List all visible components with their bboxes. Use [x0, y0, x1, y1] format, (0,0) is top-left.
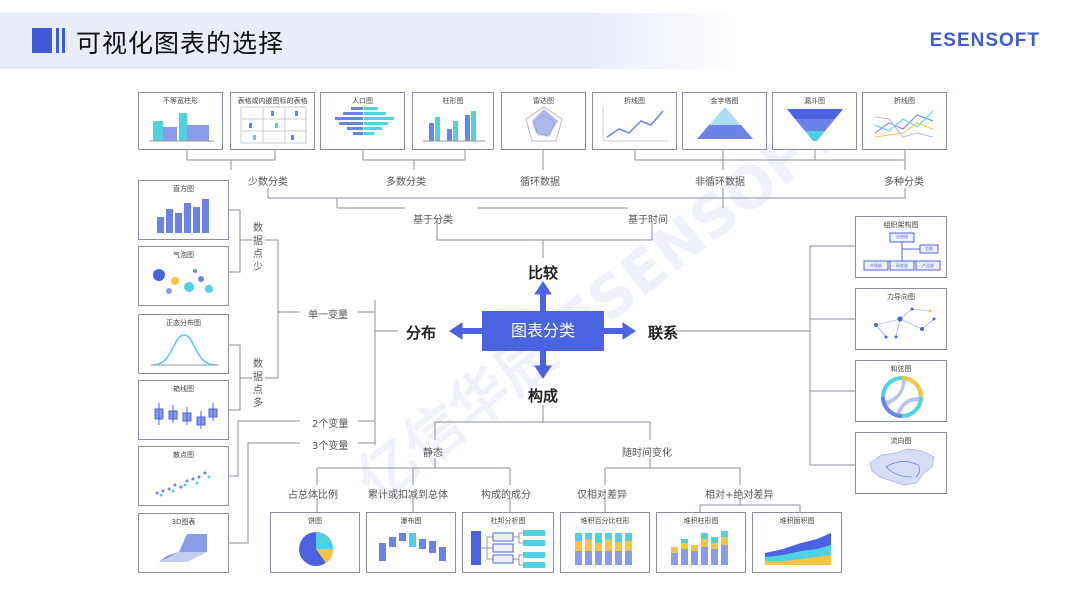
card-scatter-plot: 散点图	[138, 446, 229, 506]
group-label: 多数分类	[386, 177, 426, 188]
base-label: 基于分类	[413, 215, 453, 226]
card-dupont-analysis: 杜邦分析图	[462, 512, 554, 573]
card-radar-chart: 雷达图	[501, 92, 586, 150]
card-pie-chart: 饼图	[270, 512, 360, 573]
card-table-with-icons: 表格或内嵌图标的表格	[230, 92, 315, 150]
title-marker-bar	[56, 28, 59, 53]
card-3d-chart: 3D图表	[138, 513, 229, 573]
title-marker-bar	[62, 28, 65, 53]
org-node: 总经理	[896, 234, 908, 239]
card-chord-diagram: 和弦图	[855, 360, 947, 422]
card-stacked-area: 堆积面积图	[752, 512, 842, 573]
card-stacked-column: 堆积柱形图	[656, 512, 746, 573]
brand-logo: ESENSOFT	[929, 30, 1040, 51]
group-label: 相对+绝对差异	[705, 490, 774, 501]
slide-header: 可视化图表的选择 ESENSOFT	[0, 0, 1080, 80]
base-label: 基于时间	[628, 215, 668, 226]
group-label: 少数分类	[248, 177, 288, 188]
many-points-label: 数据点多	[253, 359, 263, 409]
static-label: 静态	[423, 448, 443, 459]
card-histogram: 直方图	[138, 180, 229, 240]
time-label: 随时间变化	[622, 448, 672, 459]
card-stacked-percent-column: 堆积百分比柱形	[560, 512, 650, 573]
card-box-plot: 箱线图	[138, 380, 229, 440]
group-label: 仅相对差异	[577, 490, 627, 501]
branch-distribution: 分布	[406, 324, 437, 342]
var-label: 3个变量	[312, 441, 349, 452]
group-label: 多种分类	[884, 177, 924, 188]
page-title: 可视化图表的选择	[76, 29, 285, 58]
card-multi-line-chart: 折线图	[862, 92, 947, 150]
card-bubble-chart: 气泡图	[138, 246, 229, 306]
card-normal-distribution: 正态分布图	[138, 314, 229, 374]
group-label: 构成的成分	[481, 490, 531, 501]
card-funnel-chart: 漏斗图	[772, 92, 857, 150]
center-node: 图表分类	[482, 311, 604, 351]
branch-relation: 联系	[648, 324, 679, 342]
branch-compare: 比较	[528, 264, 559, 282]
card-flow-map: 流向图	[855, 432, 947, 494]
org-node: 研发部	[896, 263, 908, 268]
group-label: 非循环数据	[695, 177, 745, 188]
group-label: 累计或扣减到总体	[368, 490, 448, 501]
org-node: 市场部	[870, 263, 882, 268]
title-marker	[32, 28, 52, 53]
var-label: 2个变量	[312, 419, 349, 430]
card-unequal-width-column: 不等宽柱形	[138, 92, 223, 150]
card-waterfall-chart: 瀑布图	[366, 512, 456, 573]
group-label: 循环数据	[520, 177, 560, 188]
card-column-chart: 柱形图	[412, 92, 494, 150]
card-pyramid-chart: 金字塔图	[682, 92, 767, 150]
header-band	[0, 13, 740, 69]
card-population-pyramid: 人口图	[320, 92, 405, 150]
org-node: 产品部	[922, 263, 934, 268]
card-org-chart: 组织架构图 总经理 总助 市场部 研发部 产品部	[855, 216, 947, 278]
card-force-directed: 力导向图	[855, 288, 947, 350]
org-node: 总助	[925, 246, 933, 251]
card-line-chart: 折线图	[592, 92, 677, 150]
group-label: 占总体比例	[288, 490, 338, 501]
var-label: 单一变量	[308, 310, 348, 321]
branch-composition: 构成	[528, 387, 559, 405]
few-points-label: 数据点少	[253, 223, 263, 273]
